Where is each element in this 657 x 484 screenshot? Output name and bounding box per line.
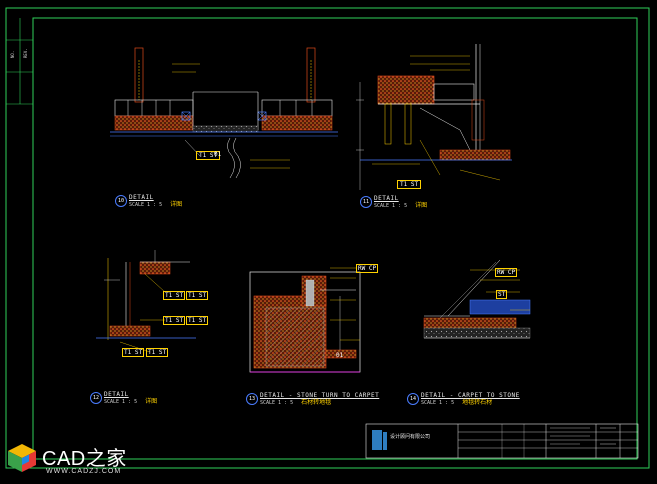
titleblock-company: 设计顾问有限公司 — [390, 434, 431, 440]
detail-12-number: 12 — [90, 392, 102, 404]
detail-13-scale: SCALE 1 : 5 — [260, 400, 294, 406]
detail-10-drawing — [110, 47, 338, 179]
detail-11-title: DETAIL — [374, 195, 399, 202]
detail-10-title: DETAIL — [129, 194, 154, 201]
callout-d12-e: T1 ST — [122, 348, 145, 357]
detail-12-title: DETAIL — [104, 391, 129, 398]
callout-d12-d: T1 ST — [186, 316, 209, 325]
detail-11-caption: DETAIL SCALE 1 : 5 详图 — [374, 195, 427, 210]
callout-d12-a: T1 ST — [163, 291, 186, 300]
svg-text:REV.: REV. — [23, 48, 28, 58]
callout-d14-a: RW CP — [495, 268, 518, 277]
detail-13-number: 13 — [246, 393, 258, 405]
title-block — [365, 423, 639, 459]
callout-d10-a: T1 ST — [196, 151, 221, 160]
detail-13-cn: 石材转地毯 — [301, 399, 332, 406]
detail-12-cn: 详图 — [145, 398, 158, 405]
detail-11-scale: SCALE 1 : 5 — [374, 203, 408, 209]
cube-logo-icon — [8, 444, 36, 472]
detail-12-caption: DETAIL SCALE 1 : 5 详图 — [104, 391, 157, 406]
callout-d12-c: T1 ST — [163, 316, 186, 325]
watermark-logo: CAD之家 WWW.CADZJ.COM — [4, 438, 144, 484]
detail-14-cn: 地毯转石材 — [462, 399, 493, 406]
callout-d13-b: 01 — [336, 352, 344, 359]
detail-14-drawing — [423, 259, 531, 339]
detail-10-cn: 详图 — [170, 201, 183, 208]
detail-10-caption: DETAIL SCALE 1 : 5 详图 — [129, 194, 182, 209]
detail-13-title: DETAIL - STONE TURN TO CARPET — [260, 392, 380, 399]
svg-text:NO.: NO. — [10, 51, 15, 58]
detail-13-caption: DETAIL - STONE TURN TO CARPET SCALE 1 : … — [260, 392, 379, 407]
detail-12-scale: SCALE 1 : 5 — [104, 399, 138, 405]
watermark-brand: CAD之家 — [42, 448, 127, 470]
detail-13-drawing — [249, 267, 361, 373]
detail-11-drawing — [356, 44, 512, 190]
callout-d13-a: RW CP — [356, 264, 379, 273]
detail-10-scale: SCALE 1 : 5 — [129, 202, 163, 208]
detail-12-drawing — [96, 250, 196, 353]
callout-d12-f: T1 ST — [146, 348, 169, 357]
drawing-frame: NO. REV. — [5, 7, 650, 469]
detail-11-cn: 详图 — [415, 202, 428, 209]
detail-10-number: 10 — [115, 195, 127, 207]
detail-14-caption: DETAIL - CARPET TO STONE SCALE 1 : 5 地毯转石… — [421, 392, 520, 407]
callout-d12-b: T1 ST — [186, 291, 209, 300]
callout-d11-a: T1 ST — [397, 180, 422, 189]
callout-d10-b: 01 — [214, 151, 222, 158]
detail-14-title: DETAIL - CARPET TO STONE — [421, 392, 520, 399]
detail-14-number: 14 — [407, 393, 419, 405]
detail-14-scale: SCALE 1 : 5 — [421, 400, 455, 406]
callout-d14-b: ST — [496, 290, 508, 299]
watermark-url: WWW.CADZJ.COM — [46, 468, 122, 475]
detail-11-number: 11 — [360, 196, 372, 208]
